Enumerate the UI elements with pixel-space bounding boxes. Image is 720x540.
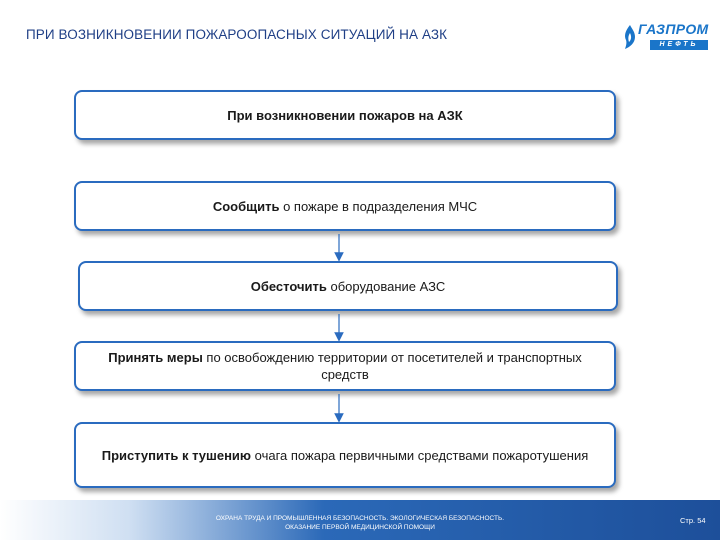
flow-title-box: При возникновении пожаров на АЗК bbox=[74, 90, 616, 140]
footer-bar bbox=[0, 500, 720, 540]
step-2-action: Обесточить bbox=[250, 278, 327, 294]
step-1-text: о пожаре в подразделения МЧС bbox=[279, 198, 478, 214]
step-1-action: Сообщить bbox=[212, 198, 280, 214]
step-3-text: по освобождению территории от посетителе… bbox=[202, 350, 582, 382]
footer-caption: ОХРАНА ТРУДА И ПРОМЫШЛЕННАЯ БЕЗОПАСНОСТЬ… bbox=[195, 514, 525, 532]
gazprom-neft-logo: ГАЗПРОМ НЕФТЬ bbox=[620, 20, 712, 54]
flame-icon bbox=[625, 25, 635, 49]
page-number: Стр. 54 bbox=[680, 516, 706, 525]
page-title: ПРИ ВОЗНИКНОВЕНИИ ПОЖАРООПАСНЫХ СИТУАЦИЙ… bbox=[26, 27, 448, 42]
flow-title-text: При возникновении пожаров на АЗК bbox=[227, 107, 463, 123]
logo-subword: НЕФТЬ bbox=[650, 40, 708, 50]
step-3-action: Принять меры bbox=[108, 350, 203, 365]
flow-step-4: Приступить к тушению очага пожара первич… bbox=[74, 422, 616, 488]
flow-step-2: Обесточить оборудование АЗС bbox=[78, 261, 618, 311]
step-2-text: оборудование АЗС bbox=[326, 278, 446, 294]
step-4-action: Приступить к тушению bbox=[101, 447, 252, 463]
footer-line-1: ОХРАНА ТРУДА И ПРОМЫШЛЕННАЯ БЕЗОПАСНОСТЬ… bbox=[215, 515, 505, 522]
logo-word: ГАЗПРОМ bbox=[638, 21, 709, 37]
flow-step-1: Сообщить о пожаре в подразделения МЧС bbox=[74, 181, 616, 231]
footer-line-2: ОКАЗАНИЕ ПЕРВОЙ МЕДИЦИНСКОЙ ПОМОЩИ bbox=[285, 524, 435, 531]
step-4-text: очага пожара первичными средствами пожар… bbox=[251, 447, 589, 463]
flow-step-3: Принять меры по освобождению территории … bbox=[74, 341, 616, 391]
